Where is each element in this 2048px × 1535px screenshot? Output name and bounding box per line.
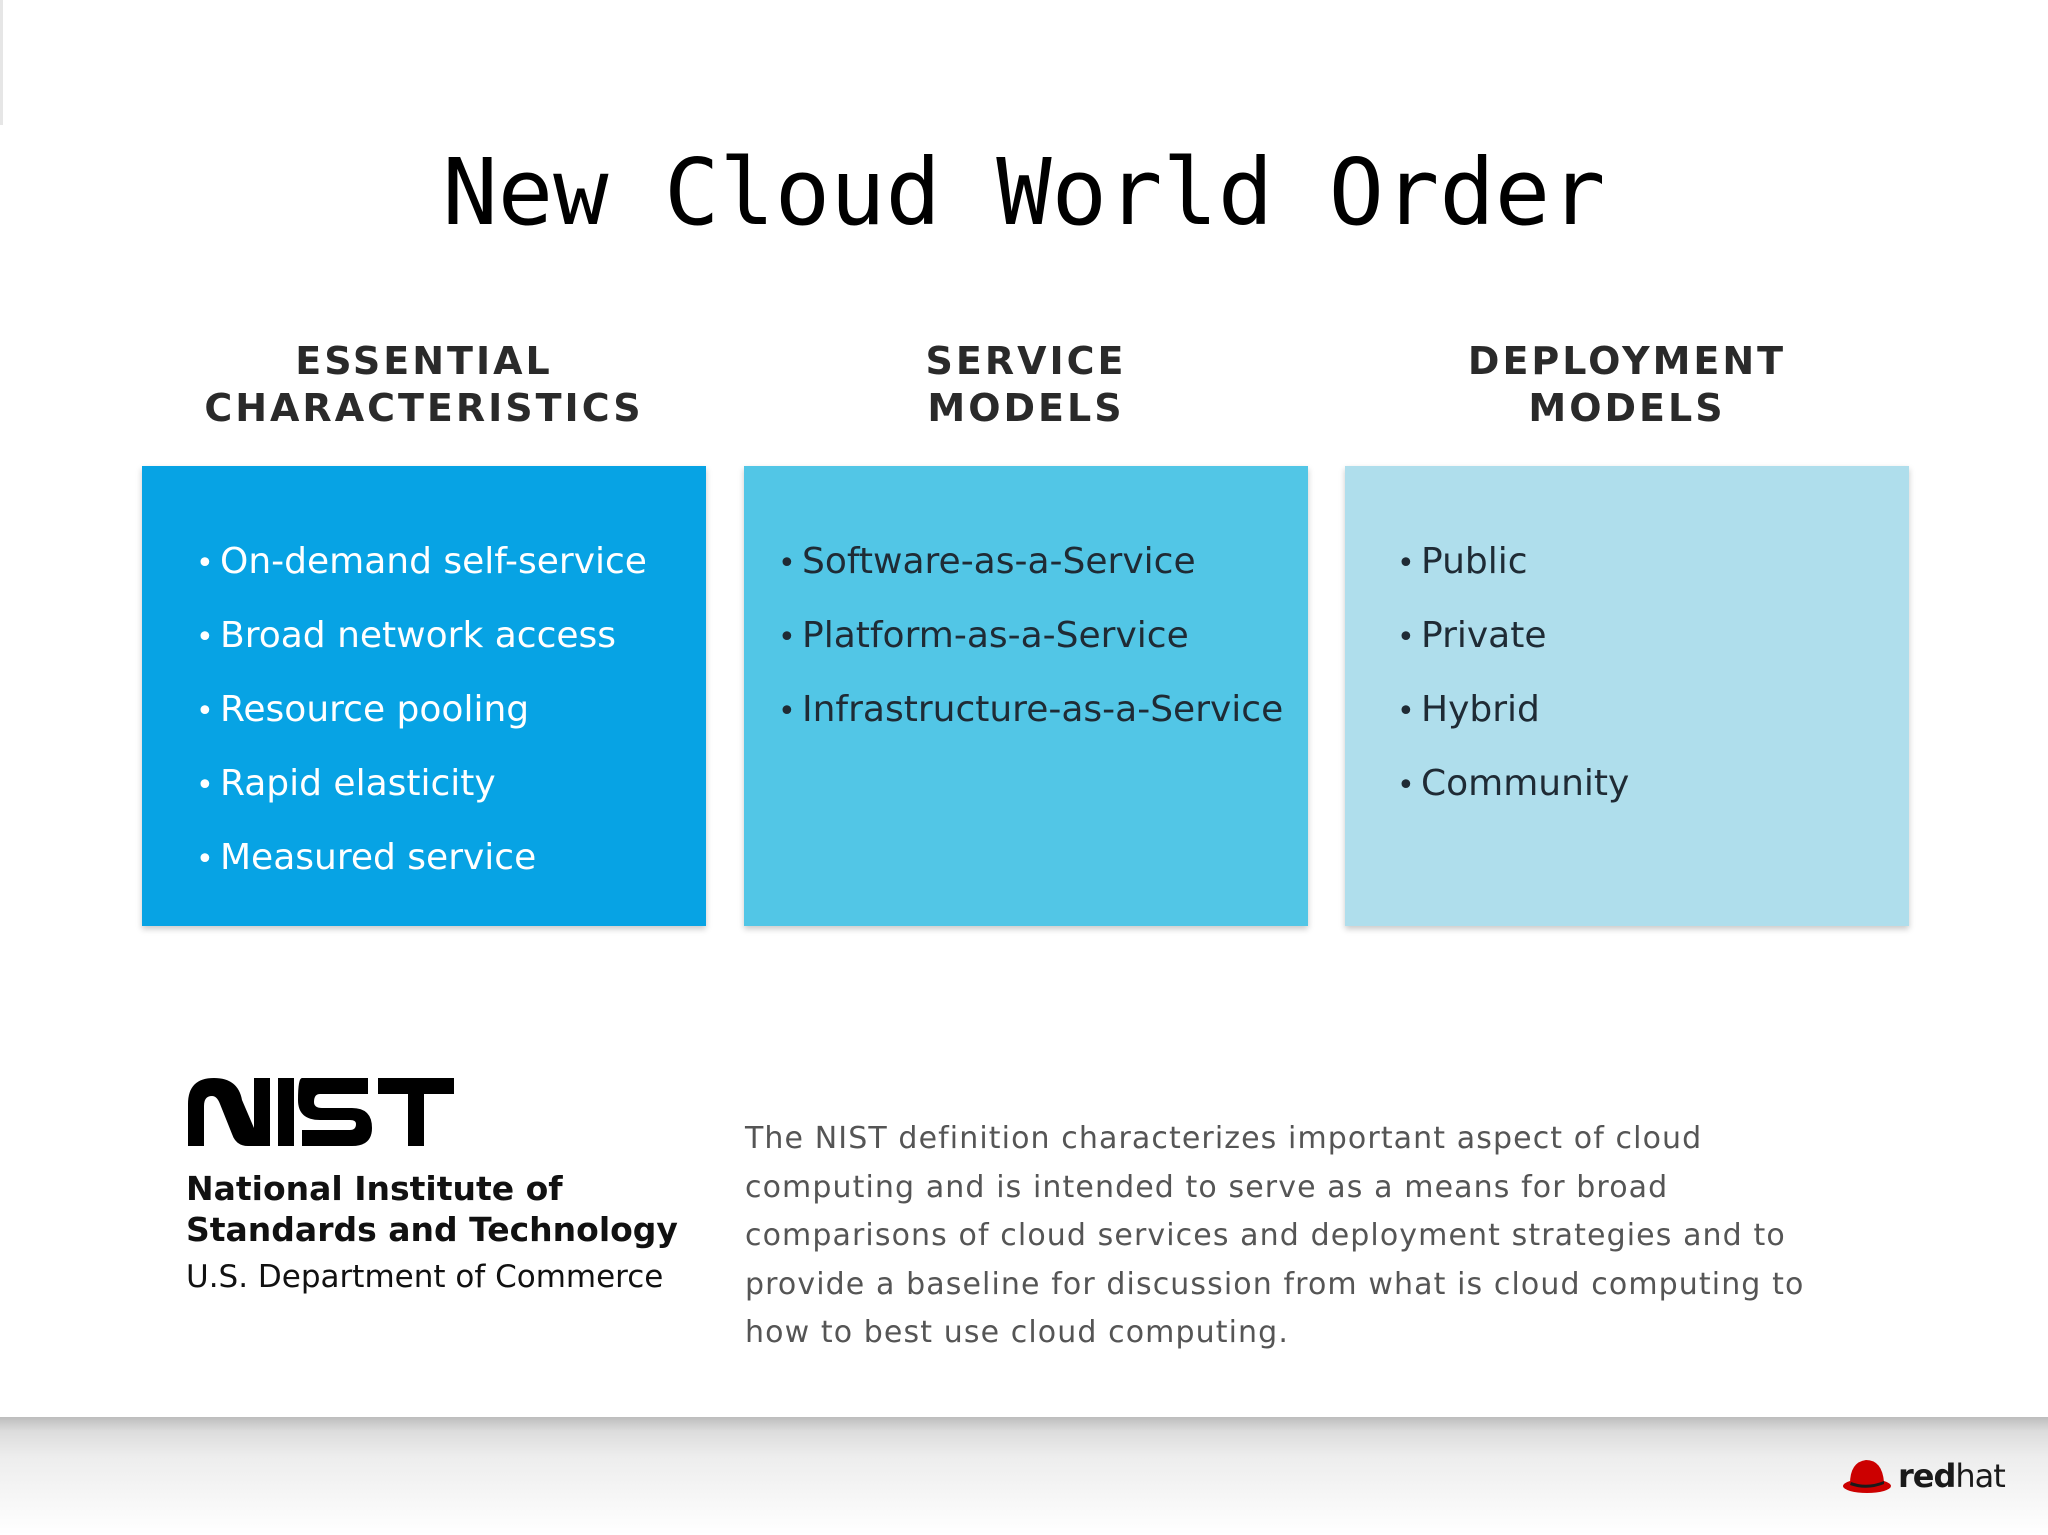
list-item: •Measured service xyxy=(196,837,537,878)
column-heading-essential: ESSENTIAL CHARACTERISTICS xyxy=(204,339,644,430)
list-item: •Hybrid xyxy=(1397,689,1540,730)
service-models-box: •Software-as-a-Service •Platform-as-a-Se… xyxy=(744,466,1308,926)
list-item: •Broad network access xyxy=(196,615,617,656)
list-item: •Community xyxy=(1397,763,1630,804)
list-item: •Platform-as-a-Service xyxy=(778,615,1189,656)
list-item: •Resource pooling xyxy=(196,689,530,730)
page-title: New Cloud World Order xyxy=(442,139,1606,246)
list-item: •Public xyxy=(1397,541,1528,582)
nist-department: U.S. Department of Commerce xyxy=(186,1259,664,1295)
service-models-list: •Software-as-a-Service •Platform-as-a-Se… xyxy=(778,526,1283,748)
list-item: •Rapid elasticity xyxy=(196,763,496,804)
list-item: •Infrastructure-as-a-Service xyxy=(778,689,1284,730)
redhat-wordmark: redhat xyxy=(1898,1457,2006,1495)
footer-band xyxy=(0,1417,2048,1535)
list-item: •Private xyxy=(1397,615,1547,656)
deployment-models-list: •Public •Private •Hybrid •Community xyxy=(1397,526,1629,822)
nist-definition-text: The NIST definition characterizes import… xyxy=(745,1121,1805,1350)
list-item: •Software-as-a-Service xyxy=(778,541,1196,582)
essential-characteristics-box: •On-demand self-service •Broad network a… xyxy=(142,466,706,926)
red-hat-icon xyxy=(1843,1460,1891,1493)
column-heading-service: SERVICE MODELS xyxy=(925,339,1127,430)
redhat-logo: redhat xyxy=(1842,1456,2006,1496)
column-heading-deployment: DEPLOYMENT MODELS xyxy=(1467,339,1787,430)
essential-characteristics-list: •On-demand self-service •Broad network a… xyxy=(196,526,647,896)
nist-institute-name: National Institute of Standards and Tech… xyxy=(186,1169,678,1249)
page-edge xyxy=(0,0,3,125)
list-item: •On-demand self-service xyxy=(196,541,647,582)
deployment-models-box: •Public •Private •Hybrid •Community xyxy=(1345,466,1909,926)
nist-logo xyxy=(188,1078,454,1146)
